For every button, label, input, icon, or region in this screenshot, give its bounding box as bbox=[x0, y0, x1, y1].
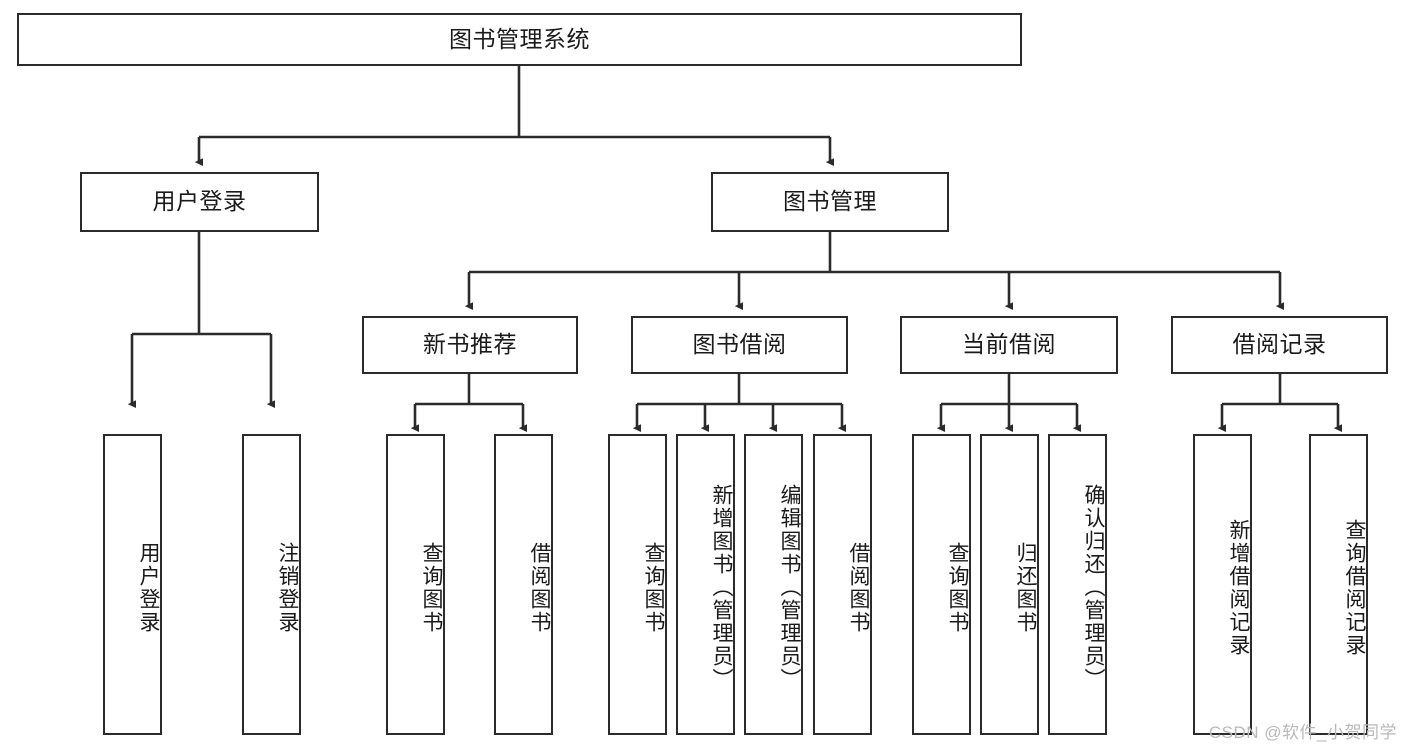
node-label: 编辑图书（管理员） bbox=[778, 484, 801, 691]
leaf-record-query[interactable]: 查询借阅记录 bbox=[1309, 434, 1368, 735]
node-label: 借阅图书 bbox=[847, 541, 870, 634]
node-label: 图书管理系统 bbox=[449, 25, 590, 52]
node-label: 当前借阅 bbox=[962, 331, 1056, 358]
leaf-current-confirm-return[interactable]: 确认归还（管理员） bbox=[1048, 434, 1107, 735]
node-label: 查询借阅记录 bbox=[1343, 518, 1366, 657]
leaf-current-query-book[interactable]: 查询图书 bbox=[912, 434, 971, 735]
node-book-borrow[interactable]: 图书借阅 bbox=[631, 316, 848, 374]
leaf-borrow-add-book[interactable]: 新增图书（管理员） bbox=[676, 434, 735, 735]
leaf-record-add[interactable]: 新增借阅记录 bbox=[1193, 434, 1252, 735]
leaf-borrow-borrow-book[interactable]: 借阅图书 bbox=[813, 434, 872, 735]
node-current-borrow[interactable]: 当前借阅 bbox=[900, 316, 1118, 374]
node-label: 查询图书 bbox=[420, 541, 443, 634]
leaf-new-book-query[interactable]: 查询图书 bbox=[386, 434, 445, 735]
node-label: 新增图书（管理员） bbox=[710, 484, 733, 691]
node-label: 注销登录 bbox=[276, 541, 299, 634]
node-label: 查询图书 bbox=[642, 541, 665, 634]
node-label: 借阅记录 bbox=[1232, 331, 1327, 358]
node-label: 用户登录 bbox=[152, 188, 247, 215]
leaf-user-login[interactable]: 用户登录 bbox=[103, 434, 162, 735]
node-label: 借阅图书 bbox=[528, 541, 551, 634]
leaf-borrow-edit-book[interactable]: 编辑图书（管理员） bbox=[744, 434, 803, 735]
node-label: 新书推荐 bbox=[423, 331, 517, 358]
leaf-new-book-borrow[interactable]: 借阅图书 bbox=[494, 434, 553, 735]
node-user-login[interactable]: 用户登录 bbox=[80, 172, 319, 232]
node-label: 新增借阅记录 bbox=[1227, 518, 1250, 657]
node-label: 图书管理 bbox=[783, 188, 877, 215]
node-borrow-record[interactable]: 借阅记录 bbox=[1171, 316, 1388, 374]
node-new-book-recommend[interactable]: 新书推荐 bbox=[362, 316, 578, 374]
leaf-user-logout[interactable]: 注销登录 bbox=[242, 434, 301, 735]
node-label: 归还图书 bbox=[1014, 541, 1037, 634]
leaf-current-return-book[interactable]: 归还图书 bbox=[980, 434, 1039, 735]
node-label: 查询图书 bbox=[946, 541, 969, 634]
node-root-system[interactable]: 图书管理系统 bbox=[17, 13, 1022, 66]
node-label: 确认归还（管理员） bbox=[1082, 484, 1105, 691]
watermark: CSDN @软件_小贺同学 bbox=[1208, 723, 1397, 742]
node-book-management[interactable]: 图书管理 bbox=[711, 172, 949, 232]
leaf-borrow-query-book[interactable]: 查询图书 bbox=[608, 434, 667, 735]
node-label: 用户登录 bbox=[137, 541, 160, 634]
node-label: 图书借阅 bbox=[692, 331, 787, 358]
